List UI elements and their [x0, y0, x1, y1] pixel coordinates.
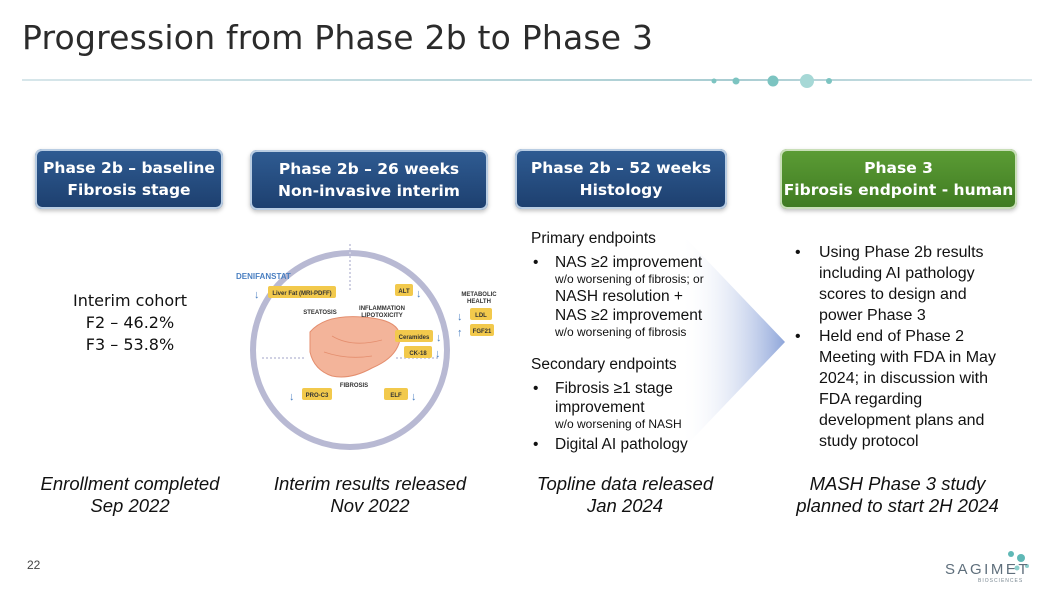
secondary-sub: w/o worsening of NASH [555, 417, 731, 432]
bullet-icon: • [795, 242, 801, 263]
liver-illustration [310, 317, 400, 377]
primary-endpoint-bullet: • NAS ≥2 improvement w/o worsening of fi… [531, 253, 731, 340]
phase-box-phase-3: Phase 3 Fibrosis endpoint - human [780, 149, 1017, 209]
label-lipotoxicity: LIPOTOXICITY [361, 313, 403, 319]
label-fibrosis: FIBROSIS [340, 383, 368, 389]
arrow-down-icon: ↓ [254, 289, 260, 301]
phase-box-line2: Histology [515, 179, 727, 201]
divider-dots [700, 70, 840, 92]
phase-box-line1: Phase 2b – 26 weeks [250, 158, 488, 180]
bullet-icon: • [795, 326, 801, 347]
bullet-icon: • [533, 379, 538, 398]
milestone-phase3: MASH Phase 3 study planned to start 2H 2… [775, 473, 1020, 517]
title-divider [22, 79, 1032, 82]
tag-ldl: LDL [475, 313, 487, 319]
secondary-line: improvement [555, 399, 645, 416]
tag-fgf21: FGF21 [473, 329, 492, 335]
tag-elf: ELF [390, 393, 402, 399]
phase-box-line2: Non-invasive interim [250, 180, 488, 202]
primary-sub: w/o worsening of fibrosis; or [555, 272, 731, 287]
primary-line: NAS ≥2 improvement [555, 254, 702, 271]
phase3-bullet: • Using Phase 2b results including AI pa… [793, 242, 1008, 326]
milestone-line2: Sep 2022 [20, 495, 240, 517]
phase3-bullet: • Held end of Phase 2 Meeting with FDA i… [793, 326, 1008, 452]
milestone-enrollment: Enrollment completed Sep 2022 [20, 473, 240, 517]
milestone-line1: Interim results released [255, 473, 485, 495]
company-logo: SAGIMET BIOSCIENCES [945, 548, 1035, 584]
logo-subtitle: BIOSCIENCES [978, 578, 1023, 584]
secondary-endpoint-bullet: • Fibrosis ≥1 stage improvement w/o wors… [531, 379, 731, 432]
tag-ck18: CK-18 [409, 351, 427, 357]
milestone-line2: Nov 2022 [255, 495, 485, 517]
arrow-up-icon: ↑ [457, 327, 463, 339]
cohort-title: Interim cohort [40, 290, 220, 312]
label-inflammation: INFLAMMATION [359, 306, 405, 312]
phase3-column: • Using Phase 2b results including AI pa… [793, 242, 1008, 452]
tag-alt: ALT [398, 289, 410, 295]
label-health: HEALTH [467, 299, 491, 305]
phase-box-52-weeks: Phase 2b – 52 weeks Histology [515, 149, 727, 209]
primary-endpoints-header: Primary endpoints [531, 228, 731, 250]
phase-box-26-weeks: Phase 2b – 26 weeks Non-invasive interim [250, 150, 488, 210]
primary-sub: w/o worsening of fibrosis [555, 325, 731, 340]
arrow-down-icon: ↓ [411, 391, 417, 403]
slide-title: Progression from Phase 2b to Phase 3 [22, 18, 653, 57]
primary-line: NASH resolution + [555, 288, 683, 305]
label-steatosis: STEATOSIS [303, 310, 336, 316]
milestone-line2: planned to start 2H 2024 [775, 495, 1020, 517]
milestone-line1: Enrollment completed [20, 473, 240, 495]
tag-liver-fat: Liver Fat (MRI-PDFF) [272, 291, 331, 297]
milestone-line2: Jan 2024 [510, 495, 740, 517]
logo-name: SAGIMET [945, 561, 1030, 578]
secondary-line: Fibrosis ≥1 stage [555, 380, 673, 397]
arrow-down-icon: ↓ [457, 311, 463, 323]
cohort-f2: F2 – 46.2% [40, 312, 220, 334]
bullet-icon: • [533, 253, 538, 272]
arrow-down-icon: ↓ [289, 391, 295, 403]
drug-label: DENIFANSTAT [236, 272, 291, 281]
phase-box-line1: Phase 2b – 52 weeks [515, 157, 727, 179]
tag-ceramides: Ceramides [399, 335, 430, 341]
phase-box-line2: Fibrosis stage [35, 179, 223, 201]
milestone-line1: MASH Phase 3 study [775, 473, 1020, 495]
arrow-down-icon: ↓ [416, 288, 422, 300]
phase3-bullet-text: Held end of Phase 2 Meeting with FDA in … [819, 328, 996, 450]
primary-line: NAS ≥2 improvement [555, 307, 702, 324]
arrow-down-icon: ↓ [436, 332, 442, 344]
phase-box-line1: Phase 3 [780, 157, 1017, 179]
milestone-topline: Topline data released Jan 2024 [510, 473, 740, 517]
endpoints-column: Primary endpoints • NAS ≥2 improvement w… [531, 228, 731, 454]
cohort-f3: F3 – 53.8% [40, 334, 220, 356]
milestone-interim: Interim results released Nov 2022 [255, 473, 485, 517]
secondary-endpoint-bullet: • Digital AI pathology [531, 435, 731, 454]
biomarker-diagram: DENIFANSTAT Liver Fat (MRI-PDFF) ↓ ALT ↓… [232, 240, 502, 460]
milestone-line1: Topline data released [510, 473, 740, 495]
secondary-endpoints-header: Secondary endpoints [531, 354, 731, 376]
interim-cohort: Interim cohort F2 – 46.2% F3 – 53.8% [40, 290, 220, 356]
phase3-bullet-text: Using Phase 2b results including AI path… [819, 244, 984, 324]
tag-proc3: PRO-C3 [306, 393, 329, 399]
label-metabolic: METABOLIC [461, 292, 497, 298]
secondary-line: Digital AI pathology [555, 436, 688, 453]
arrow-down-icon: ↓ [435, 348, 441, 360]
phase-box-baseline: Phase 2b – baseline Fibrosis stage [35, 149, 223, 209]
page-number: 22 [27, 558, 40, 572]
phase-box-line1: Phase 2b – baseline [35, 157, 223, 179]
bullet-icon: • [533, 435, 538, 454]
phase-box-line2: Fibrosis endpoint - human [780, 179, 1017, 201]
